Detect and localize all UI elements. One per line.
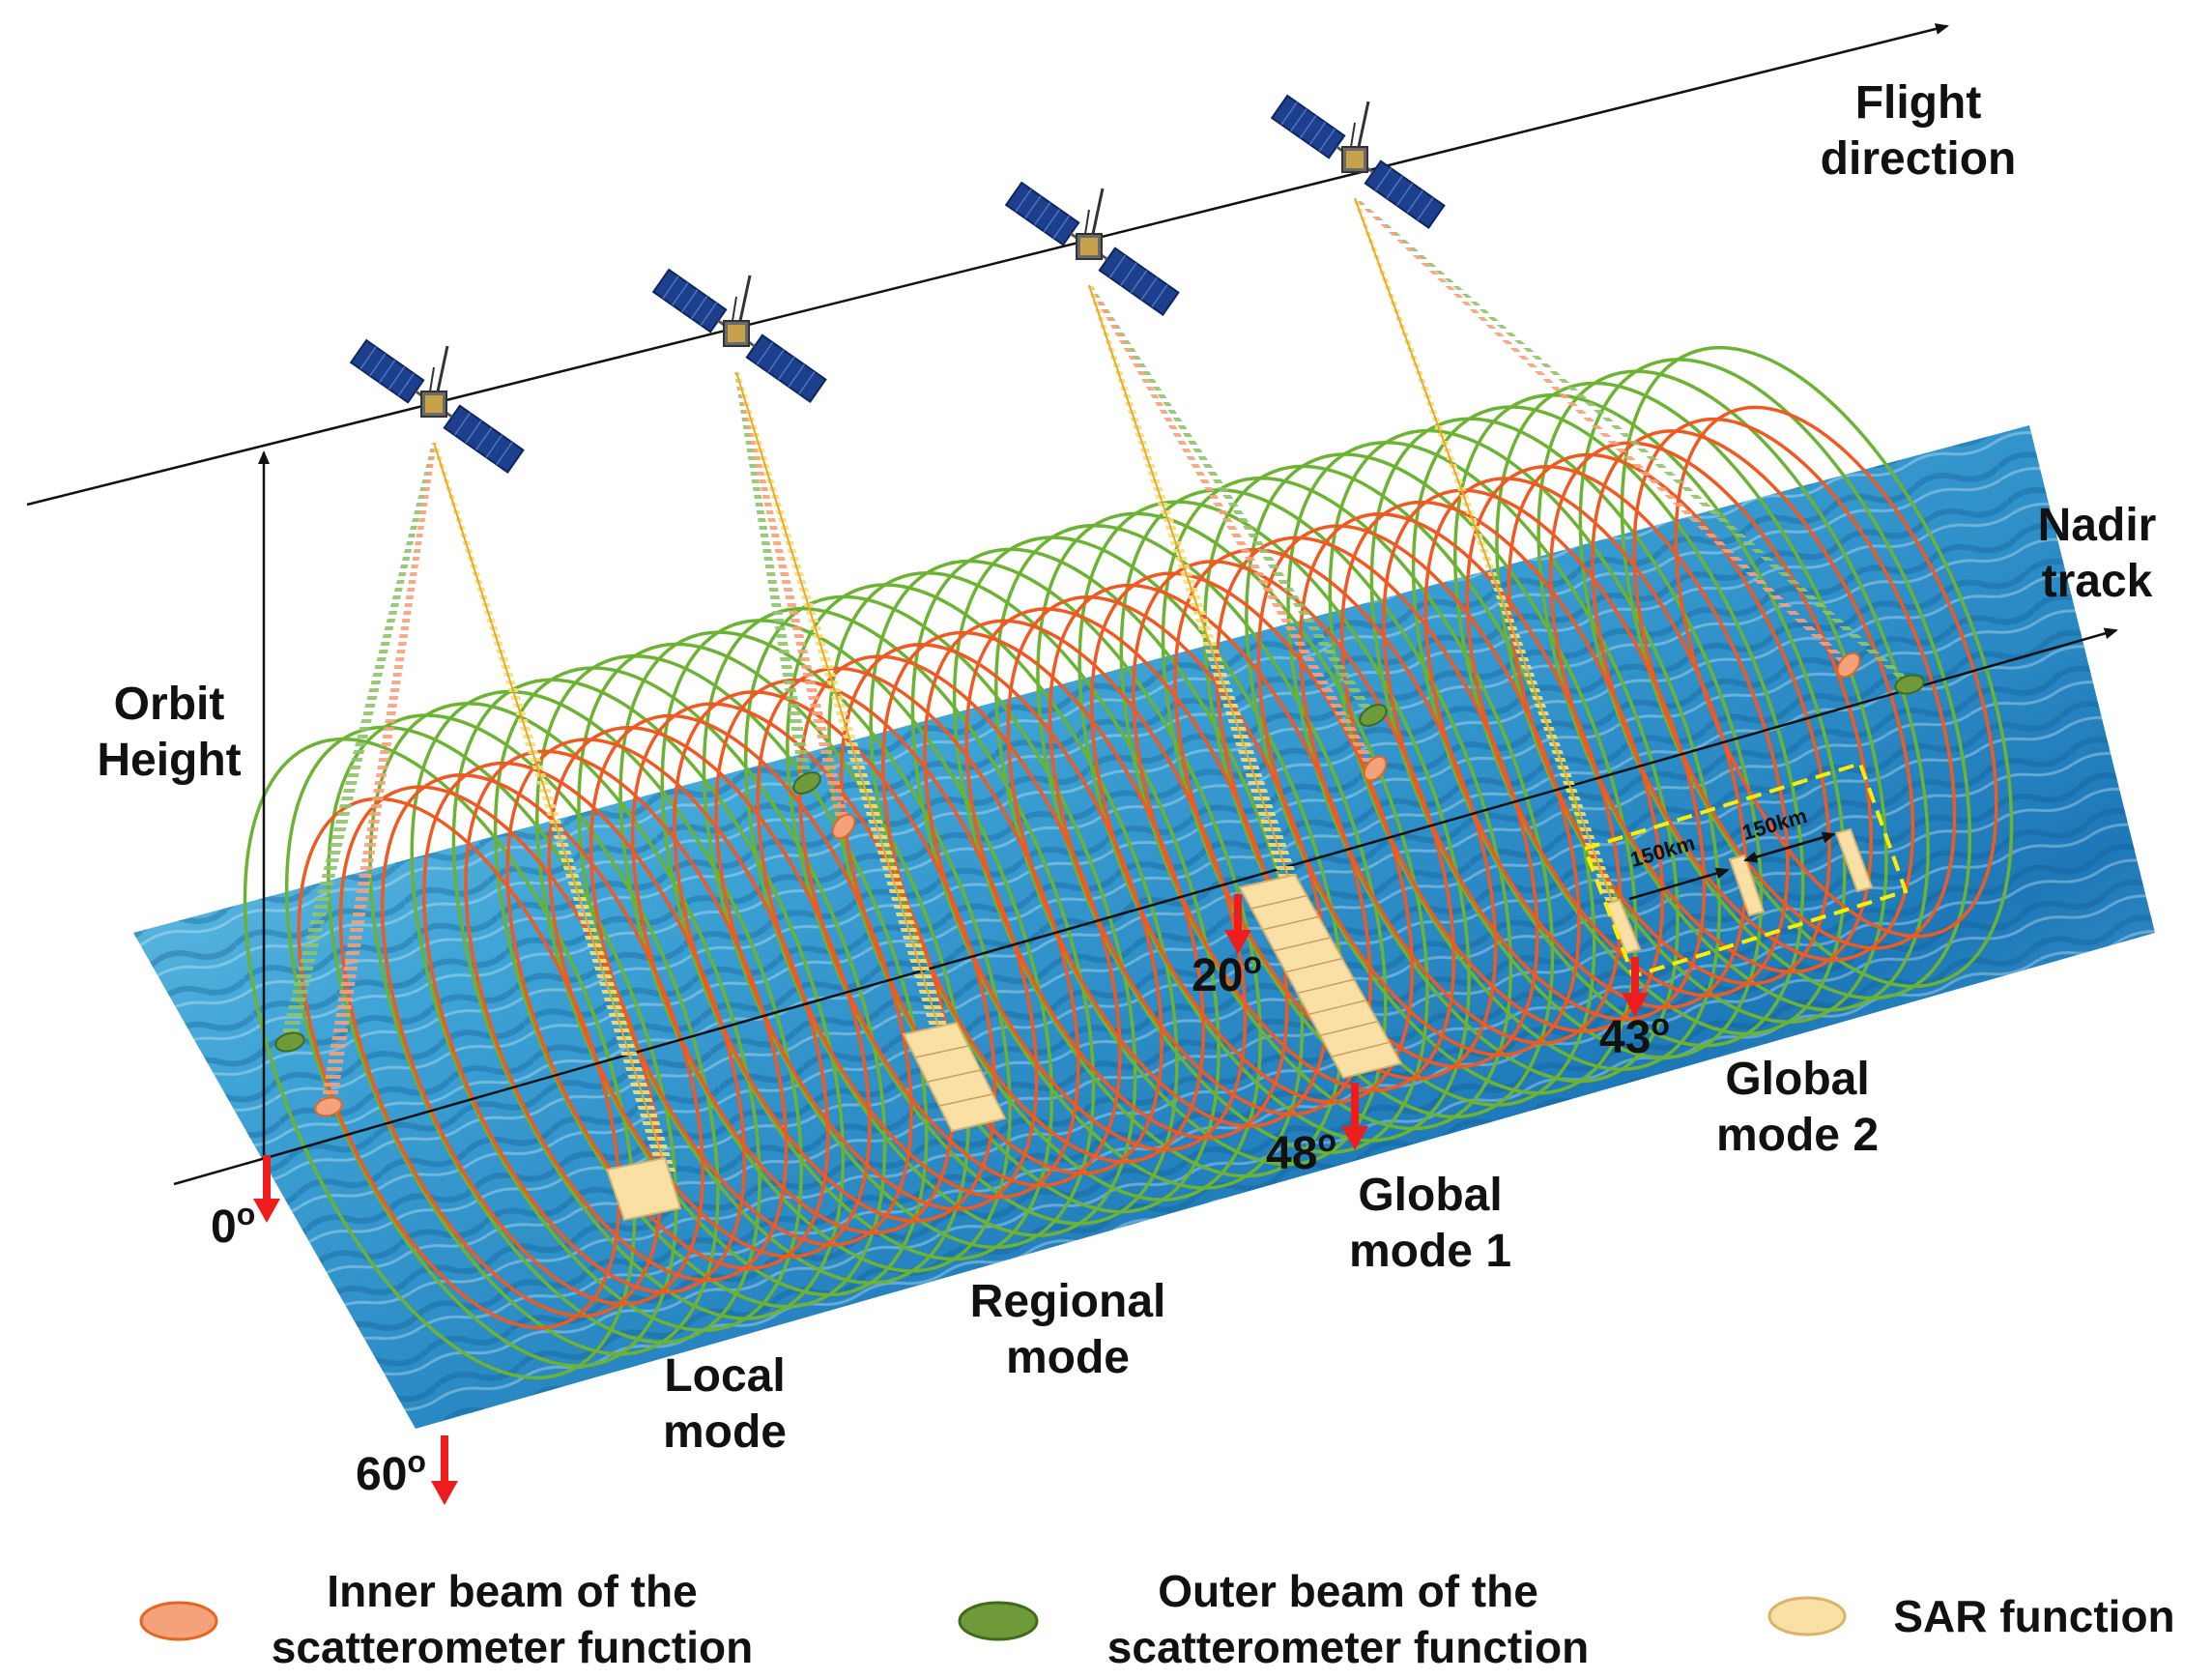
sar-strip-divider <box>1274 937 1331 952</box>
sar-strip-divider <box>1320 1020 1378 1036</box>
outer-scan-ring <box>1620 345 2014 989</box>
outer-scan-ring <box>1537 369 1930 1012</box>
beams-satellite-4 <box>1353 197 1915 942</box>
outer-scan-ring <box>535 653 929 1297</box>
inner-scan-ring <box>1632 417 1957 950</box>
inner-scan-ring <box>1465 465 1790 998</box>
angle-20-label: 20o <box>1192 945 1262 1001</box>
distance-arrows <box>1628 831 1836 901</box>
outer-scan-ring <box>910 547 1305 1190</box>
outer-scan-ring <box>618 630 1012 1273</box>
outer-scan-ring <box>1453 392 1847 1036</box>
outer-scan-ring <box>327 713 720 1356</box>
satellite-icon <box>1004 181 1180 316</box>
sar-strip-divider <box>1250 894 1307 910</box>
red-down-arrow-icon <box>1224 894 1251 954</box>
angle-48-label: 48o <box>1266 1123 1336 1179</box>
sar-strip-divider <box>1297 978 1355 995</box>
outer-scan-ring <box>1328 428 1721 1072</box>
outer-scan-ring <box>410 689 803 1333</box>
outer-scan-ring <box>660 619 1054 1261</box>
satellite-icon <box>349 338 525 474</box>
outer-scan-ring <box>952 536 1346 1178</box>
legend-sar-swatch <box>1767 1596 1847 1637</box>
outer-scan-ring <box>1119 488 1513 1131</box>
legend-inner-beam-swatch <box>139 1601 218 1641</box>
sar-strip-divider <box>1262 915 1319 931</box>
outer-scan-ring <box>243 737 637 1380</box>
outer-scan-ring <box>1245 452 1638 1095</box>
outer-scan-ring <box>1411 405 1805 1048</box>
flight-direction-line <box>26 23 1949 507</box>
inner-scan-ring <box>1674 405 1998 939</box>
red-down-arrow-icon <box>1341 1083 1368 1150</box>
outer-scan-ring <box>493 666 887 1309</box>
beams-satellite-1 <box>281 442 676 1174</box>
outer-scan-ring <box>786 583 1179 1226</box>
red-down-arrow-icon <box>1622 957 1649 1017</box>
sar-footprint-local <box>605 1156 682 1222</box>
outer-scan-ring <box>1495 381 1888 1024</box>
global-mode-2-dashed-box <box>1582 761 1909 979</box>
outer-scan-ring <box>368 702 761 1345</box>
red-down-arrow-icon <box>431 1435 458 1505</box>
inner-scan-ring <box>1548 441 1873 974</box>
outer-scan-ring <box>702 606 1096 1250</box>
sar-strip-divider <box>1308 999 1366 1016</box>
sar-strip-divider <box>1285 957 1343 973</box>
legend-outer-beam-swatch <box>958 1601 1039 1641</box>
angle-0-label: 0o <box>211 1197 256 1253</box>
outer-scan-ring <box>743 594 1137 1237</box>
sar-footprint-global-1 <box>1238 873 1403 1080</box>
angle-60-label: 60o <box>356 1444 426 1500</box>
satellite-icon <box>651 268 827 403</box>
outer-scan-ring <box>1077 500 1471 1143</box>
outer-scan-ring <box>1161 476 1555 1119</box>
outer-scan-ring <box>994 523 1388 1167</box>
satellite-icon <box>1270 94 1446 229</box>
sar-strip-divider <box>1331 1041 1390 1057</box>
outer-scan-ring <box>1578 358 1972 1000</box>
angle-43-label: 43o <box>1599 1007 1670 1063</box>
beam-footprints <box>274 652 1925 1117</box>
sar-footprint-global-2 <box>1604 827 1874 955</box>
inner-scan-ring <box>1591 429 1915 962</box>
outer-scan-ring <box>1286 441 1680 1084</box>
sar-footprint-regional <box>902 1021 1007 1133</box>
red-down-arrow-icon <box>253 1155 280 1223</box>
beams-satellite-2 <box>734 371 950 1034</box>
legend-sar-label: SAR function <box>1893 1591 2175 1641</box>
nadir-track-line <box>173 627 2118 1186</box>
outer-scan-ring <box>451 678 846 1320</box>
outer-scan-ring <box>827 571 1221 1214</box>
inner-scan-ring <box>1507 452 1831 986</box>
beams-satellite-3 <box>1087 284 1382 884</box>
